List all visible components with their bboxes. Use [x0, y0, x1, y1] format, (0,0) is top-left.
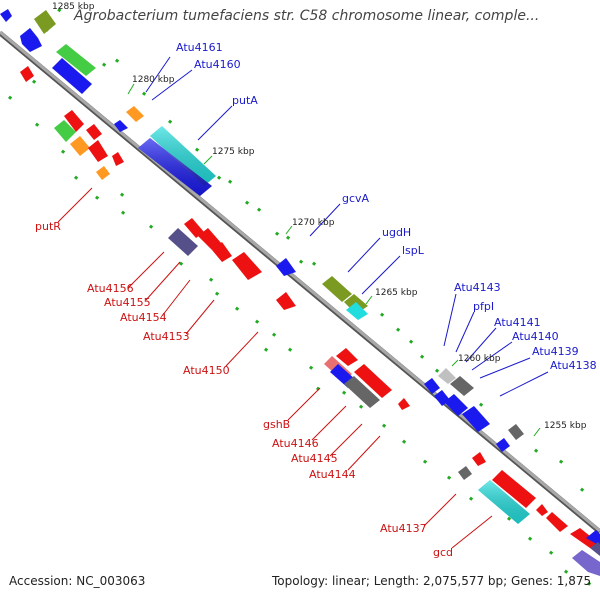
gene-arrow[interactable]	[346, 302, 368, 320]
gene-label-atu4138[interactable]: Atu4138	[550, 359, 597, 372]
gene-arrow[interactable]	[198, 228, 222, 250]
gene-arrow[interactable]	[212, 242, 232, 262]
gene-arrow[interactable]	[126, 106, 144, 122]
gene-arrow[interactable]	[508, 424, 524, 440]
scale-tick-1260: 1260 kbp	[458, 354, 501, 364]
scale-tick-1275: 1275 kbp	[212, 147, 255, 157]
gene-arrow[interactable]	[496, 438, 510, 452]
gene-arrow[interactable]	[86, 124, 102, 140]
gene-arrow[interactable]	[536, 504, 548, 516]
scale-ticks: 1285 kbp 1280 kbp 1275 kbp 1270 kbp 1265…	[52, 2, 587, 431]
gene-arrow[interactable]	[336, 348, 358, 366]
gene-arrow[interactable]	[52, 58, 92, 94]
scale-tick-1285: 1285 kbp	[52, 2, 95, 12]
gene-labels-top: Atu4161 Atu4160 putA gcvA ugdH lspL Atu4…	[176, 41, 597, 372]
gene-label-puta[interactable]: putA	[232, 94, 258, 107]
gene-label-ugdh[interactable]: ugdH	[382, 226, 411, 239]
gene-arrow[interactable]	[546, 512, 568, 532]
gene-shade	[138, 126, 530, 524]
gene-label-atu4144[interactable]: Atu4144	[309, 468, 356, 481]
gene-arrow[interactable]	[232, 252, 262, 280]
gene-arrow[interactable]	[54, 120, 76, 142]
gene-arrow[interactable]	[34, 10, 56, 34]
gene-arrow[interactable]	[96, 166, 110, 180]
guide-dots	[7, 7, 592, 586]
gene-label-atu4154[interactable]: Atu4154	[120, 311, 167, 324]
gene-arrow[interactable]	[570, 528, 600, 552]
gene-arrow[interactable]	[344, 376, 380, 408]
gene-label-atu4141[interactable]: Atu4141	[494, 316, 541, 329]
gene-arrow[interactable]	[168, 228, 198, 256]
gene-label-pfpi[interactable]: pfpI	[473, 300, 494, 313]
scale-tick-1280: 1280 kbp	[132, 75, 175, 85]
gene-features[interactable]	[0, 9, 600, 576]
gene-label-atu4140[interactable]: Atu4140	[512, 330, 559, 343]
gene-arrow[interactable]	[458, 466, 472, 480]
gene-label-putr[interactable]: putR	[35, 220, 61, 233]
gene-label-atu4153[interactable]: Atu4153	[143, 330, 190, 343]
gene-label-atu4146[interactable]: Atu4146	[272, 437, 319, 450]
gene-label-atu4155[interactable]: Atu4155	[104, 296, 151, 309]
gene-arrow[interactable]	[184, 218, 204, 238]
gene-arrow[interactable]	[444, 394, 468, 416]
gene-label-gshb[interactable]: gshB	[263, 418, 290, 431]
gene-label-atu4145[interactable]: Atu4145	[291, 452, 338, 465]
gene-label-lspl[interactable]: lspL	[402, 244, 425, 257]
gene-arrow[interactable]	[590, 542, 600, 556]
gene-label-gcd[interactable]: gcd	[433, 546, 453, 559]
gene-label-atu4139[interactable]: Atu4139	[532, 345, 579, 358]
gene-arrow[interactable]	[114, 120, 128, 132]
gene-arrow[interactable]	[20, 66, 34, 82]
gene-arrow[interactable]	[56, 44, 96, 76]
gene-arrow[interactable]	[572, 550, 600, 576]
scale-tick-1255: 1255 kbp	[544, 421, 587, 431]
gene-arrow[interactable]	[0, 9, 12, 22]
gene-label-gcva[interactable]: gcvA	[342, 192, 370, 205]
scale-tick-1265: 1265 kbp	[375, 288, 418, 298]
gene-arrow[interactable]	[438, 368, 456, 384]
summary-text: Topology: linear; Length: 2,075,577 bp; …	[272, 574, 592, 588]
scale-tick-1270: 1270 kbp	[292, 218, 335, 228]
gene-label-atu4137[interactable]: Atu4137	[380, 522, 427, 535]
gene-arrow[interactable]	[276, 258, 296, 276]
gene-label-atu4156[interactable]: Atu4156	[87, 282, 134, 295]
gene-arrow[interactable]	[276, 292, 296, 310]
gene-labels-bottom: putR Atu4156 Atu4155 Atu4154 Atu4153 Atu…	[35, 220, 453, 559]
gene-arrow[interactable]	[424, 378, 440, 394]
gene-arrow[interactable]	[70, 136, 90, 156]
gene-arrow[interactable]	[20, 28, 42, 52]
gene-arrow[interactable]	[472, 452, 486, 466]
accession-text: Accession: NC_003063	[9, 574, 146, 588]
gene-arrow[interactable]	[462, 406, 490, 432]
gene-label-atu4161[interactable]: Atu4161	[176, 41, 223, 54]
gene-label-atu4150[interactable]: Atu4150	[183, 364, 230, 377]
gene-arrow[interactable]	[64, 110, 84, 132]
gene-arrow[interactable]	[88, 140, 108, 162]
gene-arrow[interactable]	[112, 152, 124, 166]
gene-arrow[interactable]	[492, 470, 536, 508]
gene-arrow[interactable]	[586, 530, 600, 546]
gene-arrow[interactable]	[354, 364, 392, 398]
map-title: Agrobacterium tumefaciens str. C58 chrom…	[74, 8, 540, 24]
gene-label-atu4143[interactable]: Atu4143	[454, 281, 501, 294]
label-leader-lines	[57, 56, 549, 549]
gene-arrow[interactable]	[450, 376, 474, 396]
gene-label-atu4160[interactable]: Atu4160	[194, 58, 241, 71]
gene-arrow[interactable]	[322, 276, 352, 302]
gene-arrow[interactable]	[398, 398, 410, 410]
